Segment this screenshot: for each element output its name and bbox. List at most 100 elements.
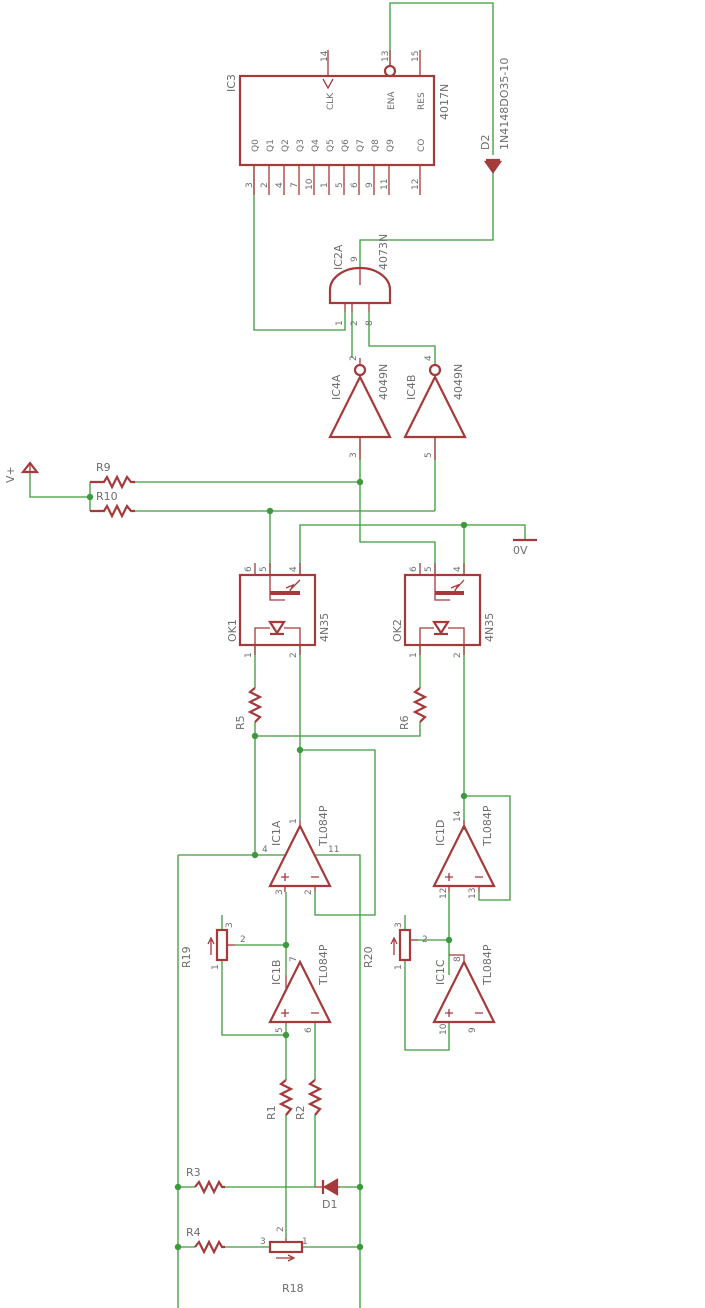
- r5-resistor: R5: [234, 687, 263, 730]
- ic3-bp-9: 9: [365, 182, 375, 188]
- ic3-bp-1: 1: [320, 182, 330, 188]
- ic4b-ref: IC4B: [405, 375, 418, 400]
- ic4b-pin-out: 4: [424, 355, 434, 361]
- ok2-optocoupler: OK2 4N35 6 5 4 1 2: [391, 563, 496, 658]
- ic3-bp-3: 3: [245, 182, 255, 188]
- ic3-bp-7: 7: [290, 182, 300, 188]
- zero-volt-label: 0V: [513, 544, 528, 557]
- ic3-q3: Q3: [296, 139, 306, 152]
- ic1a-pin4: 4: [262, 845, 268, 855]
- vplus-label: V+: [4, 466, 17, 483]
- ic4a-ref: IC4A: [330, 374, 343, 400]
- wires: [29, 2, 526, 1308]
- ok1-optocoupler: OK1 4N35 6 5 4 1 2: [226, 563, 331, 658]
- pot-right-pin3: 3: [394, 922, 404, 928]
- ic4a-part: 4049N: [377, 364, 390, 400]
- ic3-q9: Q9: [386, 139, 396, 152]
- ok2-pin6: 6: [409, 566, 419, 572]
- ic3-bp-6: 6: [350, 182, 360, 188]
- junction-dots: [86, 478, 468, 1251]
- r20-ref: R20: [362, 946, 375, 968]
- r1-resistor: R1: [265, 1079, 294, 1120]
- ok2-pin5: 5: [424, 566, 434, 572]
- r18-ref: R18: [282, 1282, 304, 1295]
- r10-ref: R10: [96, 490, 118, 503]
- ic1a-part: TL084P: [317, 805, 330, 847]
- ic2a-pin1: 1: [335, 320, 345, 326]
- ic4b-inverter: IC4B 4049N 4 5: [403, 355, 467, 460]
- r18-pin1: 1: [302, 1237, 308, 1247]
- trim-pot-left: 3 2 1: [207, 922, 246, 970]
- d2-ref: D2: [479, 135, 492, 150]
- r6-ref: R6: [398, 715, 411, 730]
- d1-ref: D1: [322, 1198, 337, 1211]
- r2-ref: R2: [294, 1105, 307, 1120]
- ic3-bp-12: 12: [411, 179, 421, 190]
- ok1-pin4: 4: [289, 566, 299, 572]
- ic3-bp-2: 2: [260, 182, 270, 188]
- ic2a-pin9: 9: [350, 256, 360, 262]
- r5-ref: R5: [234, 715, 247, 730]
- pot-right-pin1: 1: [394, 964, 404, 970]
- supply-symbols: V+ 0V: [4, 461, 537, 557]
- r18-potentiometer: R18 3 2 1: [260, 1226, 308, 1295]
- d2-diode: D2 1N4148DO35-10: [479, 58, 511, 174]
- ok2-part: 4N35: [483, 613, 496, 642]
- pot-left-pin1: 1: [211, 964, 221, 970]
- ic3-q0: Q0: [251, 139, 261, 152]
- ic4a-pin-in: 3: [349, 452, 359, 458]
- pot-left-pin3: 3: [225, 922, 235, 928]
- r3-resistor: R3: [186, 1166, 225, 1195]
- ic3-q1: Q1: [266, 139, 276, 152]
- trim-pot-right: 3 2 1: [390, 922, 428, 970]
- r9-ref: R9: [96, 461, 111, 474]
- ic1b-part: TL084P: [317, 944, 330, 986]
- ok2-pin4: 4: [453, 566, 463, 572]
- ic1d-pin12: 12: [439, 888, 449, 899]
- ic1b-pin6: 6: [304, 1027, 314, 1033]
- ic1b-pin5: 5: [275, 1027, 285, 1033]
- ok1-ref: OK1: [226, 619, 239, 642]
- r6-resistor: R6: [398, 687, 428, 730]
- ok1-pin5: 5: [259, 566, 269, 572]
- ic2a-part: 4073N: [377, 234, 390, 270]
- ic3-q7: Q7: [356, 139, 366, 152]
- ic3-counter: IC3 4017N CLK ENA RES CO Q0 Q1 Q2 Q3 Q4 …: [225, 50, 451, 195]
- ic3-clk: CLK: [326, 92, 336, 110]
- ic4b-pin-in: 5: [424, 452, 434, 458]
- ic1d-pin14: 14: [453, 810, 463, 822]
- ic3-ref: IC3: [225, 74, 238, 92]
- ic2a-pin2: 2: [350, 320, 360, 326]
- ic4a-pin-out: 2: [349, 355, 359, 361]
- pot-right-pin2: 2: [422, 935, 428, 945]
- ic2a-ref: IC2A: [332, 244, 345, 270]
- ic1a-pin11: 11: [328, 845, 339, 855]
- r2-resistor: R2: [294, 1079, 323, 1120]
- r1-ref: R1: [265, 1105, 278, 1120]
- ok1-pin1: 1: [244, 652, 254, 658]
- ok1-pin6: 6: [244, 566, 254, 572]
- ic3-q2: Q2: [281, 139, 291, 152]
- r3-ref: R3: [186, 1166, 201, 1179]
- ic3-bp-11: 11: [380, 179, 390, 190]
- d2-part: 1N4148DO35-10: [498, 58, 511, 150]
- r18-pin2: 2: [276, 1226, 286, 1232]
- ok2-ref: OK2: [391, 619, 404, 642]
- ic2a-and-gate: IC2A 4073N 9 1 2 8: [328, 234, 392, 326]
- ic1b-pin7: 7: [289, 956, 299, 962]
- ic1a-ref: IC1A: [270, 820, 283, 846]
- ic1c-pin8: 8: [453, 956, 463, 962]
- ic1c-ref: IC1C: [434, 959, 447, 985]
- ic3-part: 4017N: [438, 84, 451, 120]
- ic3-bp-10: 10: [305, 178, 315, 190]
- ic1d-opamp: IC1D TL084P 14 12 13: [432, 805, 496, 899]
- ic3-co: CO: [417, 139, 427, 152]
- d1-diode: D1: [315, 1178, 340, 1211]
- r4-ref: R4: [186, 1226, 201, 1239]
- r18-pin3: 3: [260, 1237, 266, 1247]
- ok2-pin2: 2: [453, 652, 463, 658]
- ic1a-opamp: IC1A TL084P 1 4 11 3 2: [262, 805, 339, 895]
- pot-left-pin2: 2: [240, 935, 246, 945]
- ic3-ena: ENA: [387, 91, 397, 110]
